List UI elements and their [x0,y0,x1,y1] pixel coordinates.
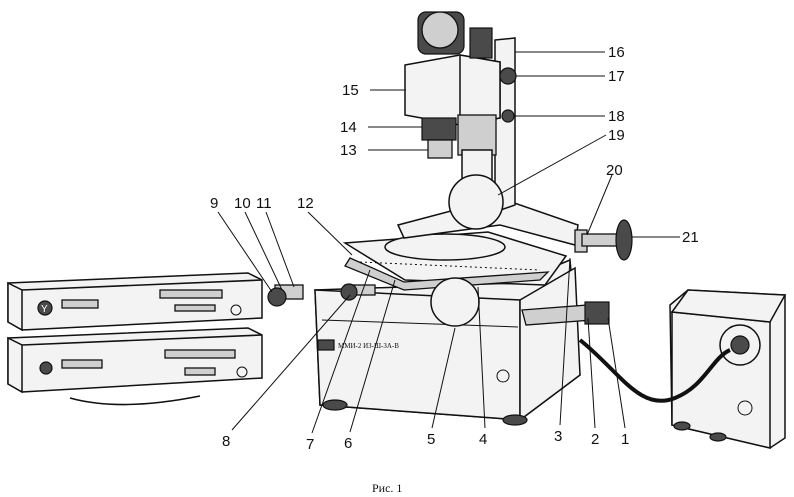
callout-21: 21 [682,229,699,246]
micrometer-left [267,283,376,307]
svg-text:Y: Y [41,304,48,315]
nameplate: ММИ-2 ИЗ-Ш-ЗА-В [338,342,399,350]
stage-table [342,231,568,291]
illuminator-lens [448,174,504,230]
readout-unit-top: Y [7,272,263,332]
callout-17: 17 [608,68,625,85]
leader-lines [217,51,680,434]
micrometer-right [521,301,610,326]
callout-18: 18 [608,108,625,125]
callout-14: 14 [340,119,357,136]
callout-7: 7 [306,436,314,453]
callout-10: 10 [234,195,251,212]
callout-8: 8 [222,433,230,450]
callout-5: 5 [427,431,435,448]
microscope-head [404,11,517,191]
callout-11: 11 [256,195,272,212]
callout-13: 13 [340,142,357,159]
callout-labels: 1 2 3 4 5 6 7 8 9 10 11 12 13 14 15 16 1… [210,44,699,453]
readout-unit-bottom [7,327,263,406]
callout-4: 4 [479,431,487,448]
callout-6: 6 [344,435,352,452]
callout-16: 16 [608,44,625,61]
power-cable [578,338,731,403]
callout-3: 3 [554,428,562,445]
callout-20: 20 [606,162,623,179]
callout-2: 2 [591,431,599,448]
callout-15: 15 [342,82,359,99]
power-supply [669,289,787,449]
callout-9: 9 [210,195,218,212]
callout-1: 1 [621,431,629,448]
figure-caption: Рис. 1 [372,481,402,495]
callout-19: 19 [608,127,625,144]
stage-knob [430,277,480,327]
handwheel [581,219,633,261]
callout-12: 12 [297,195,314,212]
